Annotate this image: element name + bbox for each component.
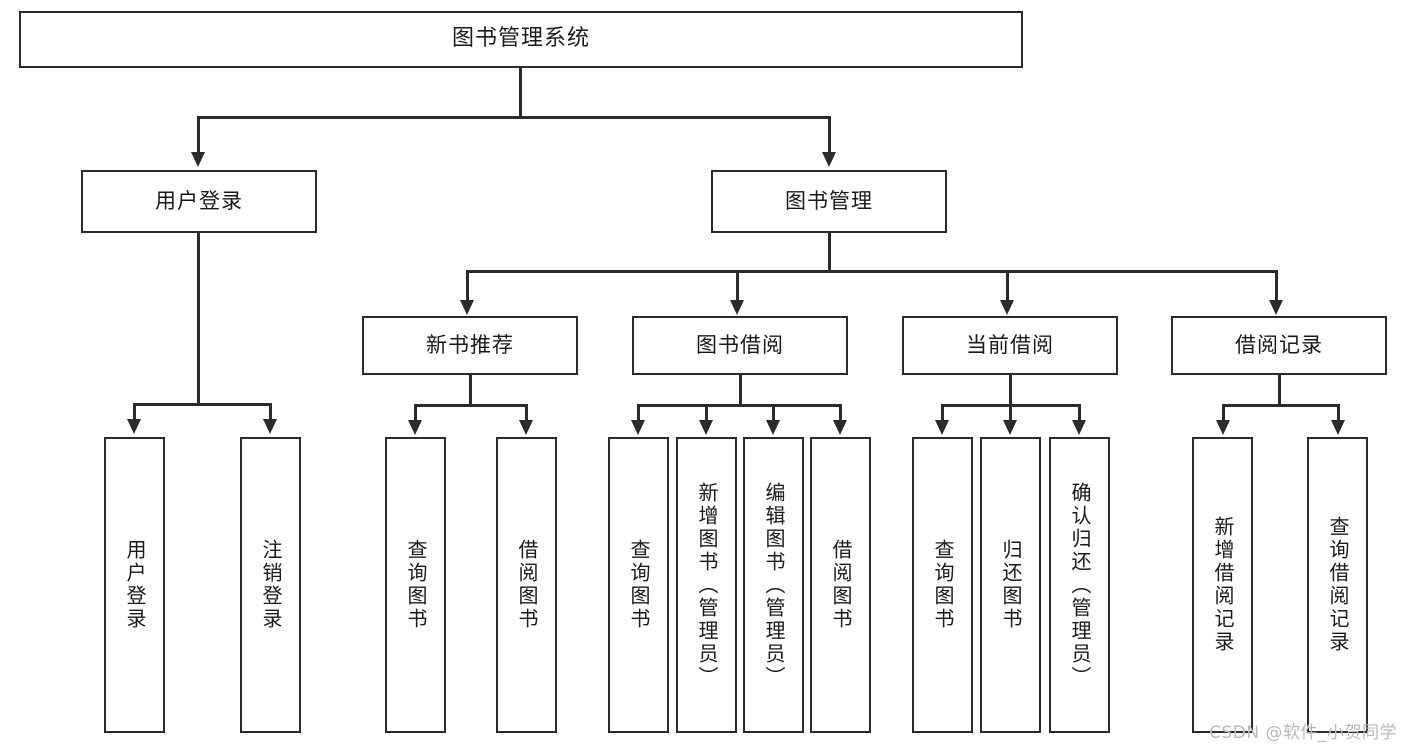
connector-records-bus	[1222, 404, 1340, 407]
node-borrow-records[interactable]: 借阅记录	[1171, 316, 1387, 375]
arrow-level3-4	[1269, 300, 1283, 315]
node-label: 用户登录	[123, 539, 147, 631]
leaf-borrow-book-newbook[interactable]: 借阅图书	[496, 437, 557, 733]
node-user-login[interactable]: 用户登录	[81, 170, 317, 233]
node-book-borrow[interactable]: 图书借阅	[632, 316, 848, 375]
leaf-query-book-newbook[interactable]: 查询图书	[385, 437, 446, 733]
connector-newbook-drop-1	[414, 404, 417, 422]
connector-newbook-drop-2	[525, 404, 528, 422]
arrow-userlogin-1	[127, 419, 141, 434]
connector-borrow-drop-1	[637, 404, 640, 422]
connector-newbook-stem	[469, 375, 472, 406]
connector-current-drop-3	[1078, 404, 1081, 422]
node-label: 归还图书	[999, 539, 1023, 631]
connector-level2-drop-1	[197, 116, 200, 154]
arrow-borrow-1	[631, 420, 645, 435]
node-label: 新书推荐	[426, 332, 514, 357]
node-label: 编辑图书（管理员）	[762, 481, 786, 689]
connector-level3-drop-4	[1275, 270, 1278, 302]
arrow-userlogin-2	[263, 419, 277, 434]
connector-userlogin-drop-2	[269, 403, 272, 421]
leaf-add-borrow-record[interactable]: 新增借阅记录	[1192, 437, 1253, 733]
connector-borrow-drop-3	[772, 404, 775, 422]
node-label: 借阅记录	[1235, 332, 1323, 357]
arrow-current-1	[935, 420, 949, 435]
connector-records-drop-2	[1337, 404, 1340, 422]
node-label: 查询图书	[404, 539, 428, 631]
arrow-borrow-3	[766, 420, 780, 435]
node-label: 图书管理系统	[451, 26, 590, 52]
arrow-level2-1	[191, 152, 205, 167]
node-label: 注销登录	[259, 539, 283, 631]
arrow-newbook-1	[408, 420, 422, 435]
node-book-management[interactable]: 图书管理	[711, 170, 947, 233]
connector-records-stem	[1278, 375, 1281, 406]
leaf-edit-book-admin[interactable]: 编辑图书（管理员）	[743, 437, 804, 733]
node-label: 确认归还（管理员）	[1068, 481, 1092, 689]
arrow-current-2	[1003, 420, 1017, 435]
leaf-logout[interactable]: 注销登录	[240, 437, 301, 733]
connector-level3-bus	[466, 270, 1278, 273]
arrow-level2-2	[822, 152, 836, 167]
connector-current-drop-1	[941, 404, 944, 422]
connector-root-stem	[519, 68, 522, 118]
connector-records-drop-1	[1222, 404, 1225, 422]
connector-current-stem	[1009, 375, 1012, 406]
connector-userlogin-stem	[197, 233, 200, 405]
connector-borrow-stem	[739, 375, 742, 406]
node-label: 借阅图书	[829, 539, 853, 631]
node-label: 图书管理	[785, 188, 873, 213]
connector-level3-drop-2	[736, 270, 739, 302]
connector-level3-drop-1	[466, 270, 469, 302]
leaf-confirm-return-admin[interactable]: 确认归还（管理员）	[1049, 437, 1110, 733]
leaf-query-book-current[interactable]: 查询图书	[912, 437, 973, 733]
node-current-borrow[interactable]: 当前借阅	[902, 316, 1118, 375]
arrow-newbook-2	[519, 420, 533, 435]
leaf-user-login[interactable]: 用户登录	[104, 437, 165, 733]
node-label: 当前借阅	[966, 332, 1054, 357]
leaf-query-book-borrow[interactable]: 查询图书	[608, 437, 669, 733]
arrow-borrow-2	[699, 420, 713, 435]
arrow-borrow-4	[833, 420, 847, 435]
arrow-current-3	[1072, 420, 1086, 435]
node-label: 查询图书	[627, 539, 651, 631]
arrow-records-1	[1216, 420, 1230, 435]
connector-level3-drop-3	[1006, 270, 1009, 302]
node-label: 图书借阅	[696, 332, 784, 357]
arrow-level3-3	[1000, 300, 1014, 315]
connector-borrow-bus	[637, 404, 841, 407]
connector-current-drop-2	[1009, 404, 1012, 422]
connector-userlogin-bus	[133, 403, 272, 406]
connector-newbook-bus	[414, 404, 528, 407]
connector-level2-bus	[197, 116, 831, 119]
node-new-book-recommend[interactable]: 新书推荐	[362, 316, 578, 375]
node-label: 借阅图书	[515, 539, 539, 631]
leaf-borrow-book[interactable]: 借阅图书	[810, 437, 871, 733]
arrow-level3-1	[460, 300, 474, 315]
connector-userlogin-drop-1	[133, 403, 136, 421]
leaf-add-book-admin[interactable]: 新增图书（管理员）	[676, 437, 737, 733]
arrow-level3-2	[730, 300, 744, 315]
connector-bookmgmt-stem	[828, 233, 831, 272]
node-label: 查询借阅记录	[1326, 516, 1350, 654]
node-label: 查询图书	[931, 539, 955, 631]
leaf-return-book[interactable]: 归还图书	[980, 437, 1041, 733]
arrow-records-2	[1331, 420, 1345, 435]
node-label: 新增图书（管理员）	[695, 481, 719, 689]
node-label: 新增借阅记录	[1211, 516, 1235, 654]
connector-level2-drop-2	[828, 116, 831, 154]
node-label: 用户登录	[155, 188, 243, 213]
leaf-query-borrow-record[interactable]: 查询借阅记录	[1307, 437, 1368, 733]
connector-borrow-drop-4	[839, 404, 842, 422]
connector-borrow-drop-2	[705, 404, 708, 422]
node-root-system[interactable]: 图书管理系统	[19, 11, 1023, 68]
